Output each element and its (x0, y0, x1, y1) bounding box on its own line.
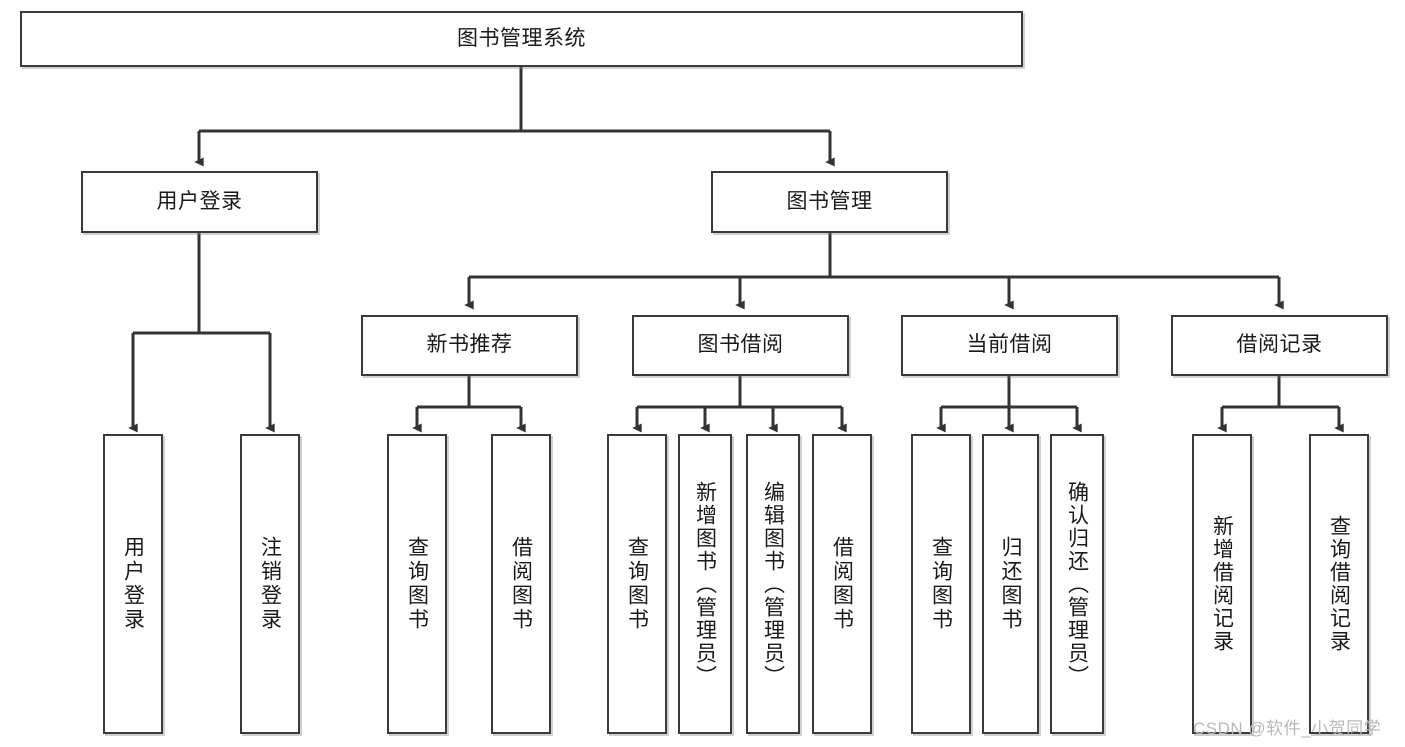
node-root-system[interactable]: 图书管理系统 (20, 11, 1023, 67)
node-label: 编辑图书（管理员） (761, 480, 785, 688)
leaf-current-borrow-return-book[interactable]: 归还图书 (982, 434, 1039, 734)
node-user-login[interactable]: 用户登录 (81, 171, 318, 233)
node-label: 图书管理 (786, 189, 873, 213)
node-new-book-recommend[interactable]: 新书推荐 (361, 315, 578, 376)
node-label: 查询图书 (625, 536, 649, 632)
leaf-book-borrow-query-book[interactable]: 查询图书 (607, 434, 667, 734)
leaf-borrow-record-query-record[interactable]: 查询借阅记录 (1309, 434, 1369, 734)
node-label: 图书借阅 (697, 333, 784, 357)
node-book-borrow[interactable]: 图书借阅 (632, 315, 849, 376)
node-label: 用户登录 (121, 536, 145, 632)
leaf-book-borrow-borrow-book[interactable]: 借阅图书 (812, 434, 872, 734)
leaf-borrow-record-add-record[interactable]: 新增借阅记录 (1192, 434, 1252, 734)
node-label: 新增图书（管理员） (693, 480, 717, 688)
node-label: 查询借阅记录 (1327, 515, 1351, 653)
leaf-user-login-logout[interactable]: 注销登录 (240, 434, 300, 734)
leaf-new-book-borrow-book[interactable]: 借阅图书 (491, 434, 551, 734)
node-label: 当前借阅 (966, 333, 1053, 357)
leaf-current-borrow-confirm-return[interactable]: 确认归还（管理员） (1050, 434, 1104, 734)
leaf-new-book-query-book[interactable]: 查询图书 (387, 434, 447, 734)
node-label: 新增借阅记录 (1210, 515, 1234, 653)
node-label: 借阅图书 (830, 536, 854, 632)
leaf-book-borrow-add-book[interactable]: 新增图书（管理员） (678, 434, 732, 734)
node-label: 查询图书 (405, 536, 429, 632)
node-label: 图书管理系统 (457, 26, 586, 50)
node-label: 用户登录 (156, 189, 243, 213)
node-label: 查询图书 (929, 536, 953, 632)
node-book-management[interactable]: 图书管理 (711, 171, 948, 233)
node-label: 归还图书 (999, 536, 1023, 632)
node-current-borrow[interactable]: 当前借阅 (901, 315, 1118, 376)
watermark-credit: CSDN @软件_小贺同学 (1193, 719, 1382, 738)
node-label: 借阅记录 (1236, 333, 1323, 357)
leaf-current-borrow-query-book[interactable]: 查询图书 (911, 434, 971, 734)
node-label: 确认归还（管理员） (1065, 480, 1089, 688)
leaf-book-borrow-edit-book[interactable]: 编辑图书（管理员） (746, 434, 800, 734)
node-borrow-record[interactable]: 借阅记录 (1171, 315, 1388, 376)
leaf-user-login-login[interactable]: 用户登录 (103, 434, 163, 734)
node-label: 新书推荐 (426, 333, 513, 357)
node-label: 注销登录 (258, 536, 282, 632)
node-label: 借阅图书 (509, 536, 533, 632)
